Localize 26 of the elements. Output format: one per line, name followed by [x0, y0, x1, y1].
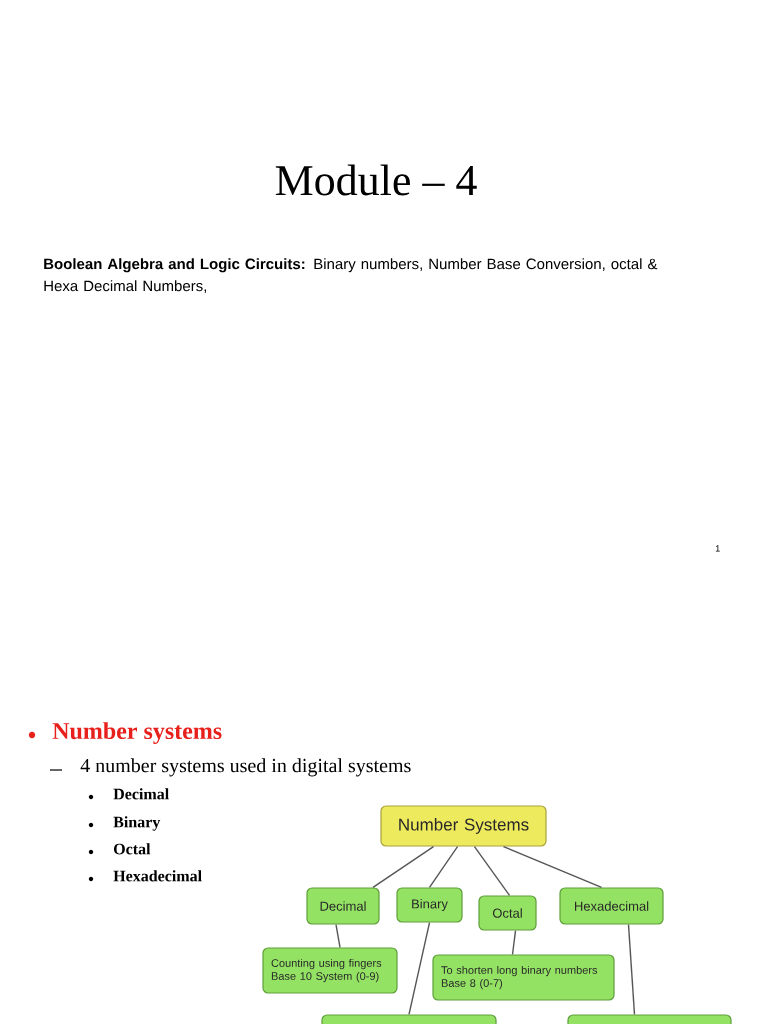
connector-line: [408, 921, 431, 1016]
description-box: To shorten long binary numbers Base 8 (0-7): [432, 954, 615, 1001]
concept-box: Decimal: [306, 887, 380, 925]
empty-box: [321, 1014, 497, 1024]
subtitle-text: Boolean Algebra and Logic Circuits: Binary numbers, Number Base Conversion, octal & Hexa Decimal Numbers,: [44, 258, 658, 293]
bullet-text: Decimal: [113, 788, 169, 800]
bullet-heading: Number systems: [52, 722, 222, 745]
empty-box: [567, 1014, 732, 1024]
slide-title: Module – 4: [275, 164, 477, 196]
connector-line: [473, 845, 511, 897]
connector-line: [511, 929, 517, 956]
connector-line: [372, 845, 435, 889]
connector-line: [428, 845, 459, 889]
description-box: Counting using fingers Base 10 System (0-9): [262, 947, 398, 994]
page-number: 1: [715, 545, 720, 552]
connector-line: [335, 923, 341, 949]
connector-line: [502, 845, 603, 889]
bullet-text: Binary: [113, 816, 161, 831]
bullet-text: 4 number systems used in digital systems: [80, 758, 411, 777]
bullet-text: Octal: [114, 843, 151, 855]
concept-box: Binary: [396, 887, 463, 923]
concept-box: Octal: [478, 895, 537, 931]
bullet-text: Hexadecimal: [113, 870, 202, 882]
topic-box: Number Systems: [380, 805, 547, 847]
concept-box: Hexadecimal: [559, 887, 664, 925]
connector-line: [627, 923, 636, 1016]
